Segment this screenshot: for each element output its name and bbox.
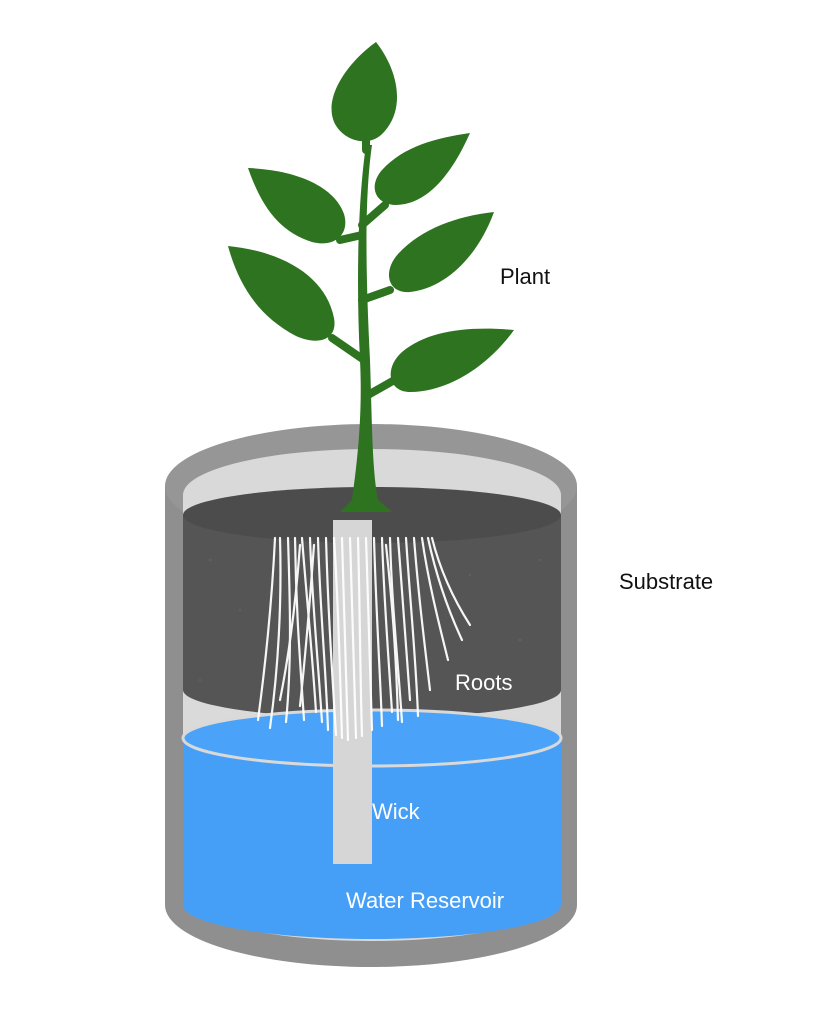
plant-leaf-upper-left: [248, 168, 346, 244]
substrate-label: Substrate: [619, 569, 714, 594]
plant-label: Plant: [500, 264, 551, 289]
substrate-top: [183, 487, 561, 543]
plant: [228, 42, 514, 512]
plant-leaf-middle-left: [228, 246, 335, 341]
plant-leaf-middle-right: [388, 212, 494, 293]
wick-label: Wick: [372, 799, 420, 824]
water-reservoir-label: Water Reservoir: [346, 888, 505, 913]
plant-stem: [340, 145, 392, 512]
plant-leaf-top: [331, 42, 398, 142]
roots-label: Roots: [455, 670, 513, 695]
roots: [256, 536, 472, 742]
plant-leaf-lower-right: [390, 328, 514, 392]
plant-leaf-upper-right: [374, 133, 470, 205]
